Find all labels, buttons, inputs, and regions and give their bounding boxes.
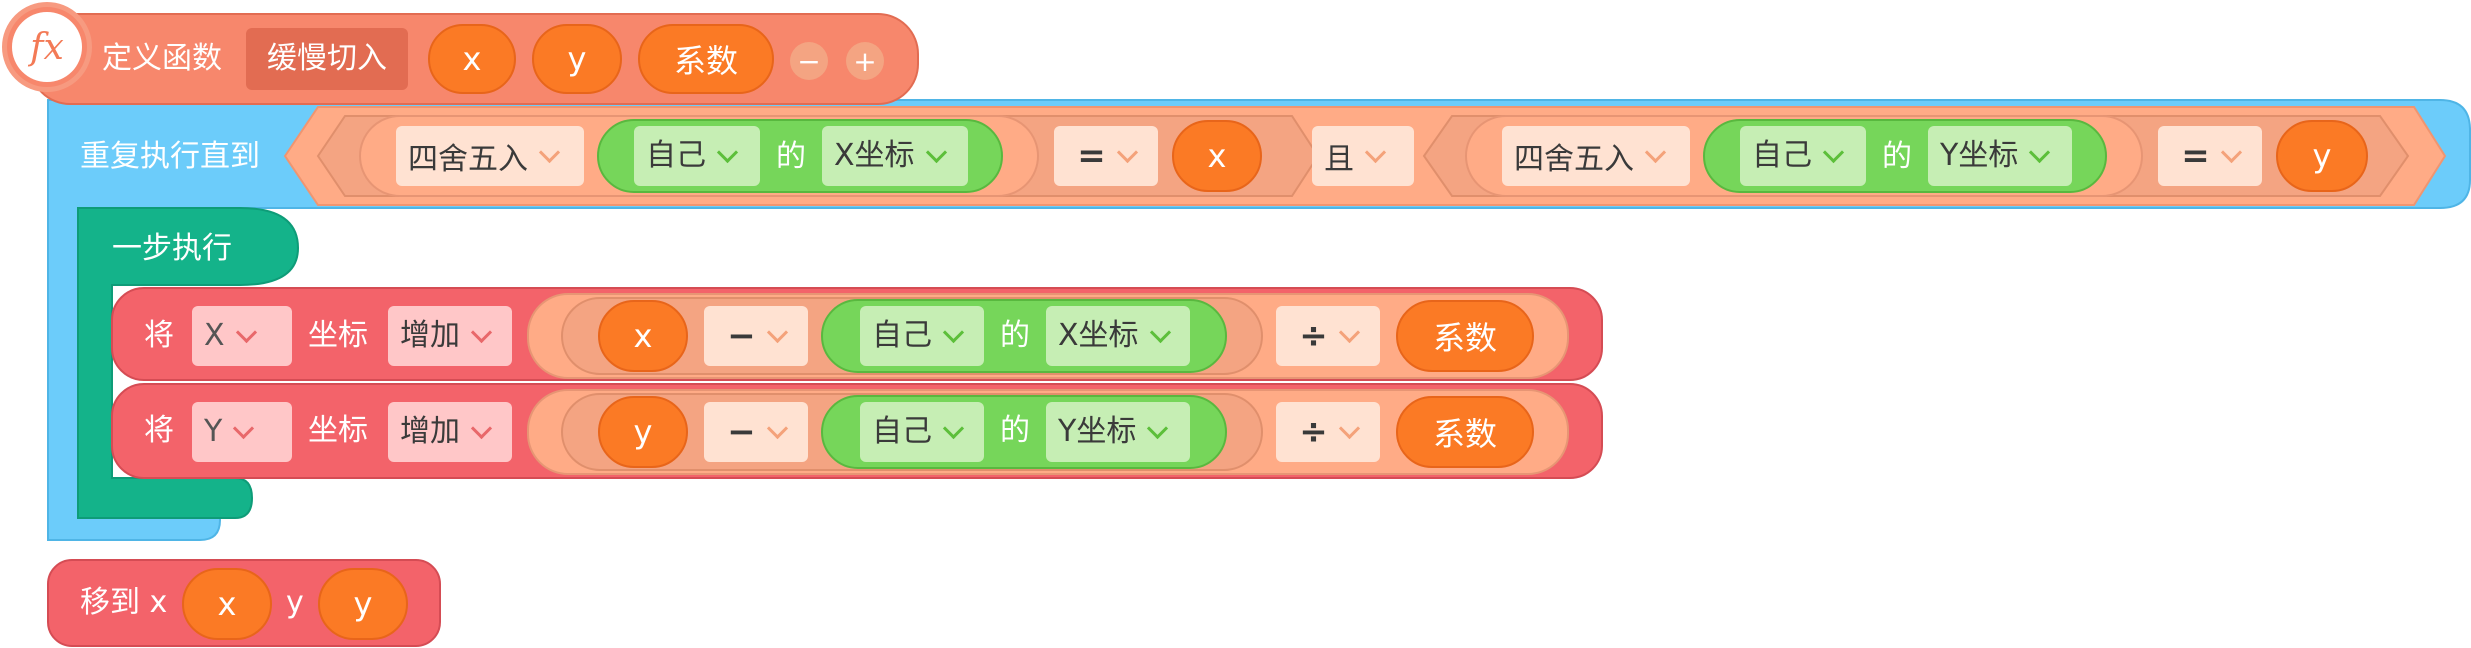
row1-object-dropdown[interactable]: 自己 — [860, 306, 984, 366]
row1-divide-text: ÷ — [1299, 316, 1328, 356]
row1-coord-label: 坐标 — [308, 318, 368, 353]
row1-minus-text: − — [727, 316, 756, 356]
row1-property-text: X坐标 — [1058, 318, 1139, 353]
function-name-field[interactable]: 缓慢切入 — [246, 28, 408, 90]
chevron-down-icon — [470, 321, 493, 343]
cond2-object-dropdown[interactable]: 自己 — [1740, 126, 1866, 186]
row2-var-y[interactable]: y — [598, 396, 688, 468]
cond2-property-dropdown[interactable]: Y坐标 — [1928, 126, 2072, 186]
row2-minus-dropdown[interactable]: − — [704, 402, 808, 462]
row1-object-text: 自己 — [872, 318, 932, 353]
logic-and-dropdown[interactable]: 且 — [1312, 126, 1414, 186]
row2-divide-text: ÷ — [1299, 412, 1328, 452]
fx-icon-glyph: fx — [12, 12, 82, 82]
chevron-down-icon — [233, 417, 255, 439]
chevron-down-icon — [942, 417, 965, 439]
chevron-down-icon — [716, 141, 739, 163]
cond2-operator-text: = — [2181, 136, 2210, 176]
chevron-down-icon — [538, 141, 561, 163]
chevron-down-icon — [1338, 321, 1360, 343]
row2-coord-label: 坐标 — [308, 413, 368, 448]
row1-minus-dropdown[interactable]: − — [704, 306, 808, 366]
moveto-y-label: y — [286, 585, 304, 620]
cond2-of-label: 的 — [1882, 139, 1912, 174]
row1-of-label: 的 — [1000, 318, 1030, 353]
chevron-down-icon — [1822, 141, 1845, 163]
chevron-down-icon — [2220, 141, 2242, 163]
cond1-of-label: 的 — [776, 139, 806, 174]
cond2-property-text: Y坐标 — [1940, 138, 2019, 173]
row1-var-factor[interactable]: 系数 — [1396, 300, 1534, 372]
cond1-property-dropdown[interactable]: X坐标 — [822, 126, 968, 186]
cond2-round-dropdown[interactable]: 四舍五入 — [1502, 126, 1690, 186]
row2-action-dropdown[interactable]: 增加 — [388, 402, 512, 462]
cond1-property-text: X坐标 — [834, 138, 915, 173]
row1-axis-dropdown[interactable]: X — [192, 306, 292, 366]
chevron-down-icon — [1644, 141, 1667, 163]
row2-of-label: 的 — [1000, 413, 1030, 448]
function-name-text: 缓慢切入 — [267, 41, 387, 76]
row2-axis-dropdown[interactable]: Y — [192, 402, 292, 462]
cond2-var-y[interactable]: y — [2276, 120, 2368, 192]
row2-property-text: Y坐标 — [1058, 414, 1137, 449]
chevron-down-icon — [925, 141, 947, 163]
moveto-var-y[interactable]: y — [318, 568, 408, 640]
add-param-button[interactable]: + — [846, 42, 884, 80]
repeat-label: 重复执行直到 — [80, 139, 260, 174]
row2-property-dropdown[interactable]: Y坐标 — [1046, 402, 1190, 462]
cond1-operator-dropdown[interactable]: = — [1054, 126, 1158, 186]
row2-axis-text: Y — [204, 414, 223, 449]
chevron-down-icon — [942, 321, 965, 343]
row1-action-text: 增加 — [400, 318, 460, 353]
cond1-var-x[interactable]: x — [1172, 120, 1262, 192]
param-x[interactable]: x — [428, 24, 516, 94]
define-label: 定义函数 — [102, 41, 222, 76]
row2-object-dropdown[interactable]: 自己 — [860, 402, 984, 462]
row2-divide-dropdown[interactable]: ÷ — [1276, 402, 1380, 462]
chevron-down-icon — [1338, 417, 1360, 439]
param-factor[interactable]: 系数 — [638, 24, 774, 94]
row2-action-text: 增加 — [400, 414, 460, 449]
row1-var-x[interactable]: x — [598, 300, 688, 372]
row1-action-dropdown[interactable]: 增加 — [388, 306, 512, 366]
cond1-round-text: 四舍五入 — [408, 142, 528, 177]
row1-divide-dropdown[interactable]: ÷ — [1276, 306, 1380, 366]
row2-minus-text: − — [727, 412, 756, 452]
cond1-object-text: 自己 — [646, 138, 706, 173]
chevron-down-icon — [1149, 321, 1171, 343]
chevron-down-icon — [235, 321, 257, 343]
remove-param-button[interactable]: − — [790, 42, 828, 80]
cond1-round-dropdown[interactable]: 四舍五入 — [396, 126, 584, 186]
chevron-down-icon — [1147, 417, 1169, 439]
chevron-down-icon — [1364, 141, 1387, 163]
moveto-var-x[interactable]: x — [182, 568, 272, 640]
chevron-down-icon — [470, 417, 493, 439]
cond2-round-text: 四舍五入 — [1514, 142, 1634, 177]
chevron-down-icon — [766, 417, 788, 439]
param-y[interactable]: y — [532, 24, 622, 94]
row1-axis-text: X — [204, 318, 225, 353]
row2-object-text: 自己 — [872, 414, 932, 449]
row2-set-label: 将 — [144, 413, 174, 448]
cond1-object-dropdown[interactable]: 自己 — [634, 126, 760, 186]
step-label: 一步执行 — [112, 231, 232, 266]
cond1-operator-text: = — [1077, 136, 1106, 176]
chevron-down-icon — [766, 321, 788, 343]
fx-icon: fx — [2, 2, 92, 92]
step-block-shape — [77, 207, 300, 519]
row1-property-dropdown[interactable]: X坐标 — [1046, 306, 1190, 366]
cond2-operator-dropdown[interactable]: = — [2158, 126, 2262, 186]
logic-and-text: 且 — [1324, 142, 1354, 177]
chevron-down-icon — [1116, 141, 1138, 163]
row2-var-factor[interactable]: 系数 — [1396, 396, 1534, 468]
cond2-object-text: 自己 — [1752, 138, 1812, 173]
chevron-down-icon — [2029, 141, 2051, 163]
moveto-label: 移到 x — [80, 585, 168, 620]
row1-set-label: 将 — [144, 318, 174, 353]
